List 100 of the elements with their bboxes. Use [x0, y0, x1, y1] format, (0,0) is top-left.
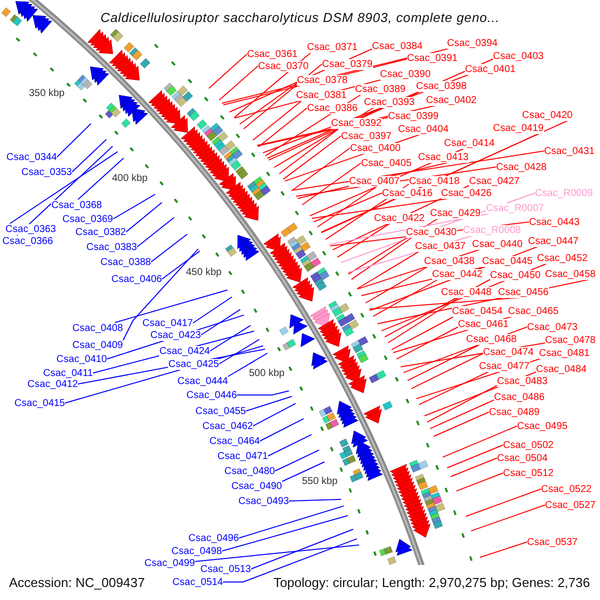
leader-line [465, 488, 542, 517]
gene-label: Csac_0371 [307, 42, 358, 52]
gene-label: Csac_0427 [469, 176, 520, 186]
leader-line [356, 251, 420, 290]
gene-label: Csac_0378 [297, 74, 348, 86]
leader-line [243, 64, 322, 130]
position-label: 400 kbp [112, 173, 148, 185]
gene-label: Csac_0443 [529, 216, 580, 228]
gene-label: Csac_0468 [466, 334, 517, 344]
map-title: Caldicellulosiruptor saccharolyticus DSM 8903, complete geno... [100, 10, 500, 26]
gene-label: Csac_0410 [56, 354, 107, 364]
gene-label: Csac_0464 [209, 436, 260, 446]
gene-label: Csac_0408 [72, 322, 123, 334]
leader-line [222, 515, 348, 552]
gene-label: Csac_0499 [144, 558, 195, 568]
gene-label: Csac_0448 [441, 286, 492, 298]
leader-line [250, 528, 354, 570]
leader-line [388, 297, 460, 344]
gene-label: Csac_0442 [432, 268, 483, 280]
leader-line [210, 324, 252, 352]
position-label: 550 kbp [302, 476, 338, 488]
gene-label: Csac_0425 [168, 358, 219, 370]
gene-label: Csac_0416 [382, 188, 433, 198]
leader-line [258, 108, 308, 148]
gene-label: Csac_0411 [43, 368, 93, 378]
leader-line [114, 290, 228, 323]
gene-label: Csac_0440 [472, 238, 523, 250]
gene-label: Csac_0484 [536, 364, 587, 374]
gene-label: Csac_0353 [21, 166, 72, 178]
gene-label: Csac_0430 [406, 226, 457, 238]
gene-label: Csac_0420 [522, 110, 573, 120]
leader-line [72, 139, 107, 172]
gene-label: Csac_0495 [517, 420, 568, 432]
gene-label: Csac_0422 [374, 212, 425, 224]
gene-label: Csac_0363 [5, 224, 56, 234]
gene-label: Csac_0386 [307, 102, 358, 114]
leader-line [426, 385, 498, 422]
gene-label: Csac_0527 [545, 500, 596, 510]
leader-line [194, 544, 360, 562]
gene-label: Csac_0402 [426, 94, 477, 106]
leader-line [430, 400, 494, 430]
leader-line [162, 250, 200, 280]
genome-info-label: Topology: circular; Length: 2,970,275 bp; Genes: 2,736 [273, 574, 590, 590]
gene-label: Csac_0388 [100, 256, 151, 268]
leader-line [302, 162, 362, 206]
leader-line [236, 390, 290, 396]
gene-label: Csac_0473 [527, 322, 578, 332]
leader-line [122, 248, 199, 341]
leader-line [446, 444, 504, 468]
leader-line [192, 296, 233, 324]
leader-line [450, 458, 498, 478]
leader-line [238, 505, 344, 538]
gene-label: Csac_0400 [350, 142, 401, 154]
gene-label: Csac_0368 [51, 200, 102, 210]
leader-line [337, 223, 390, 258]
leader-line [291, 148, 350, 192]
gene-label: Csac_0522 [541, 484, 592, 494]
gene-label: Csac_0486 [494, 392, 545, 402]
leader-line [410, 353, 484, 390]
gene-label: Csac_0502 [503, 440, 554, 450]
gene-label: Csac_R0009 [535, 188, 593, 198]
leader-line [365, 266, 428, 304]
leader-line [433, 412, 490, 437]
gene-label: Csac_0397 [341, 130, 392, 142]
gene-label: Csac_0498 [171, 546, 222, 556]
leader-line [126, 202, 162, 232]
gene-label: Csac_0390 [380, 68, 431, 80]
gene-label: Csac_0381 [296, 90, 347, 100]
gene-label: Csac_0513 [200, 564, 251, 574]
leader-line [470, 504, 546, 532]
leader-line [407, 344, 480, 382]
gene-label: Csac_0429 [430, 208, 481, 218]
leader-line [16, 146, 114, 236]
gene-label: Csac_0392 [331, 118, 382, 128]
leader-line [282, 136, 342, 180]
gene-label: Csac_0426 [441, 188, 492, 198]
gene-label: Csac_0489 [489, 406, 540, 418]
leader-line [372, 279, 438, 317]
leader-line [228, 352, 268, 377]
gene-label: Csac_0478 [545, 334, 596, 346]
gene-label: Csac_0382 [75, 226, 126, 238]
leader-line [350, 237, 412, 280]
leader-line [136, 217, 175, 248]
gene-label: Csac_0437 [415, 240, 466, 252]
gene-label: Csac_0401 [465, 64, 516, 74]
gene-label: Csac_0383 [86, 242, 137, 252]
gene-label: Csac_0379 [322, 58, 373, 70]
gene-label: Csac_0461 [458, 318, 509, 330]
leader-line [218, 66, 258, 101]
gene-label: Csac_0447 [528, 236, 579, 246]
gene-label: Csac_0428 [496, 162, 547, 172]
gene-label: Csac_0465 [508, 306, 559, 316]
gene-label: Csac_0417 [142, 318, 193, 328]
gene-label: Csac_R0008 [463, 224, 521, 236]
gene-label: Csac_0423 [150, 330, 201, 340]
gene-label: Csac_0481 [539, 348, 590, 358]
gene-label: Csac_R0007 [486, 202, 544, 214]
leader-line [112, 194, 156, 220]
leader-line [10, 151, 118, 224]
gene-label: Csac_0504 [497, 452, 548, 464]
